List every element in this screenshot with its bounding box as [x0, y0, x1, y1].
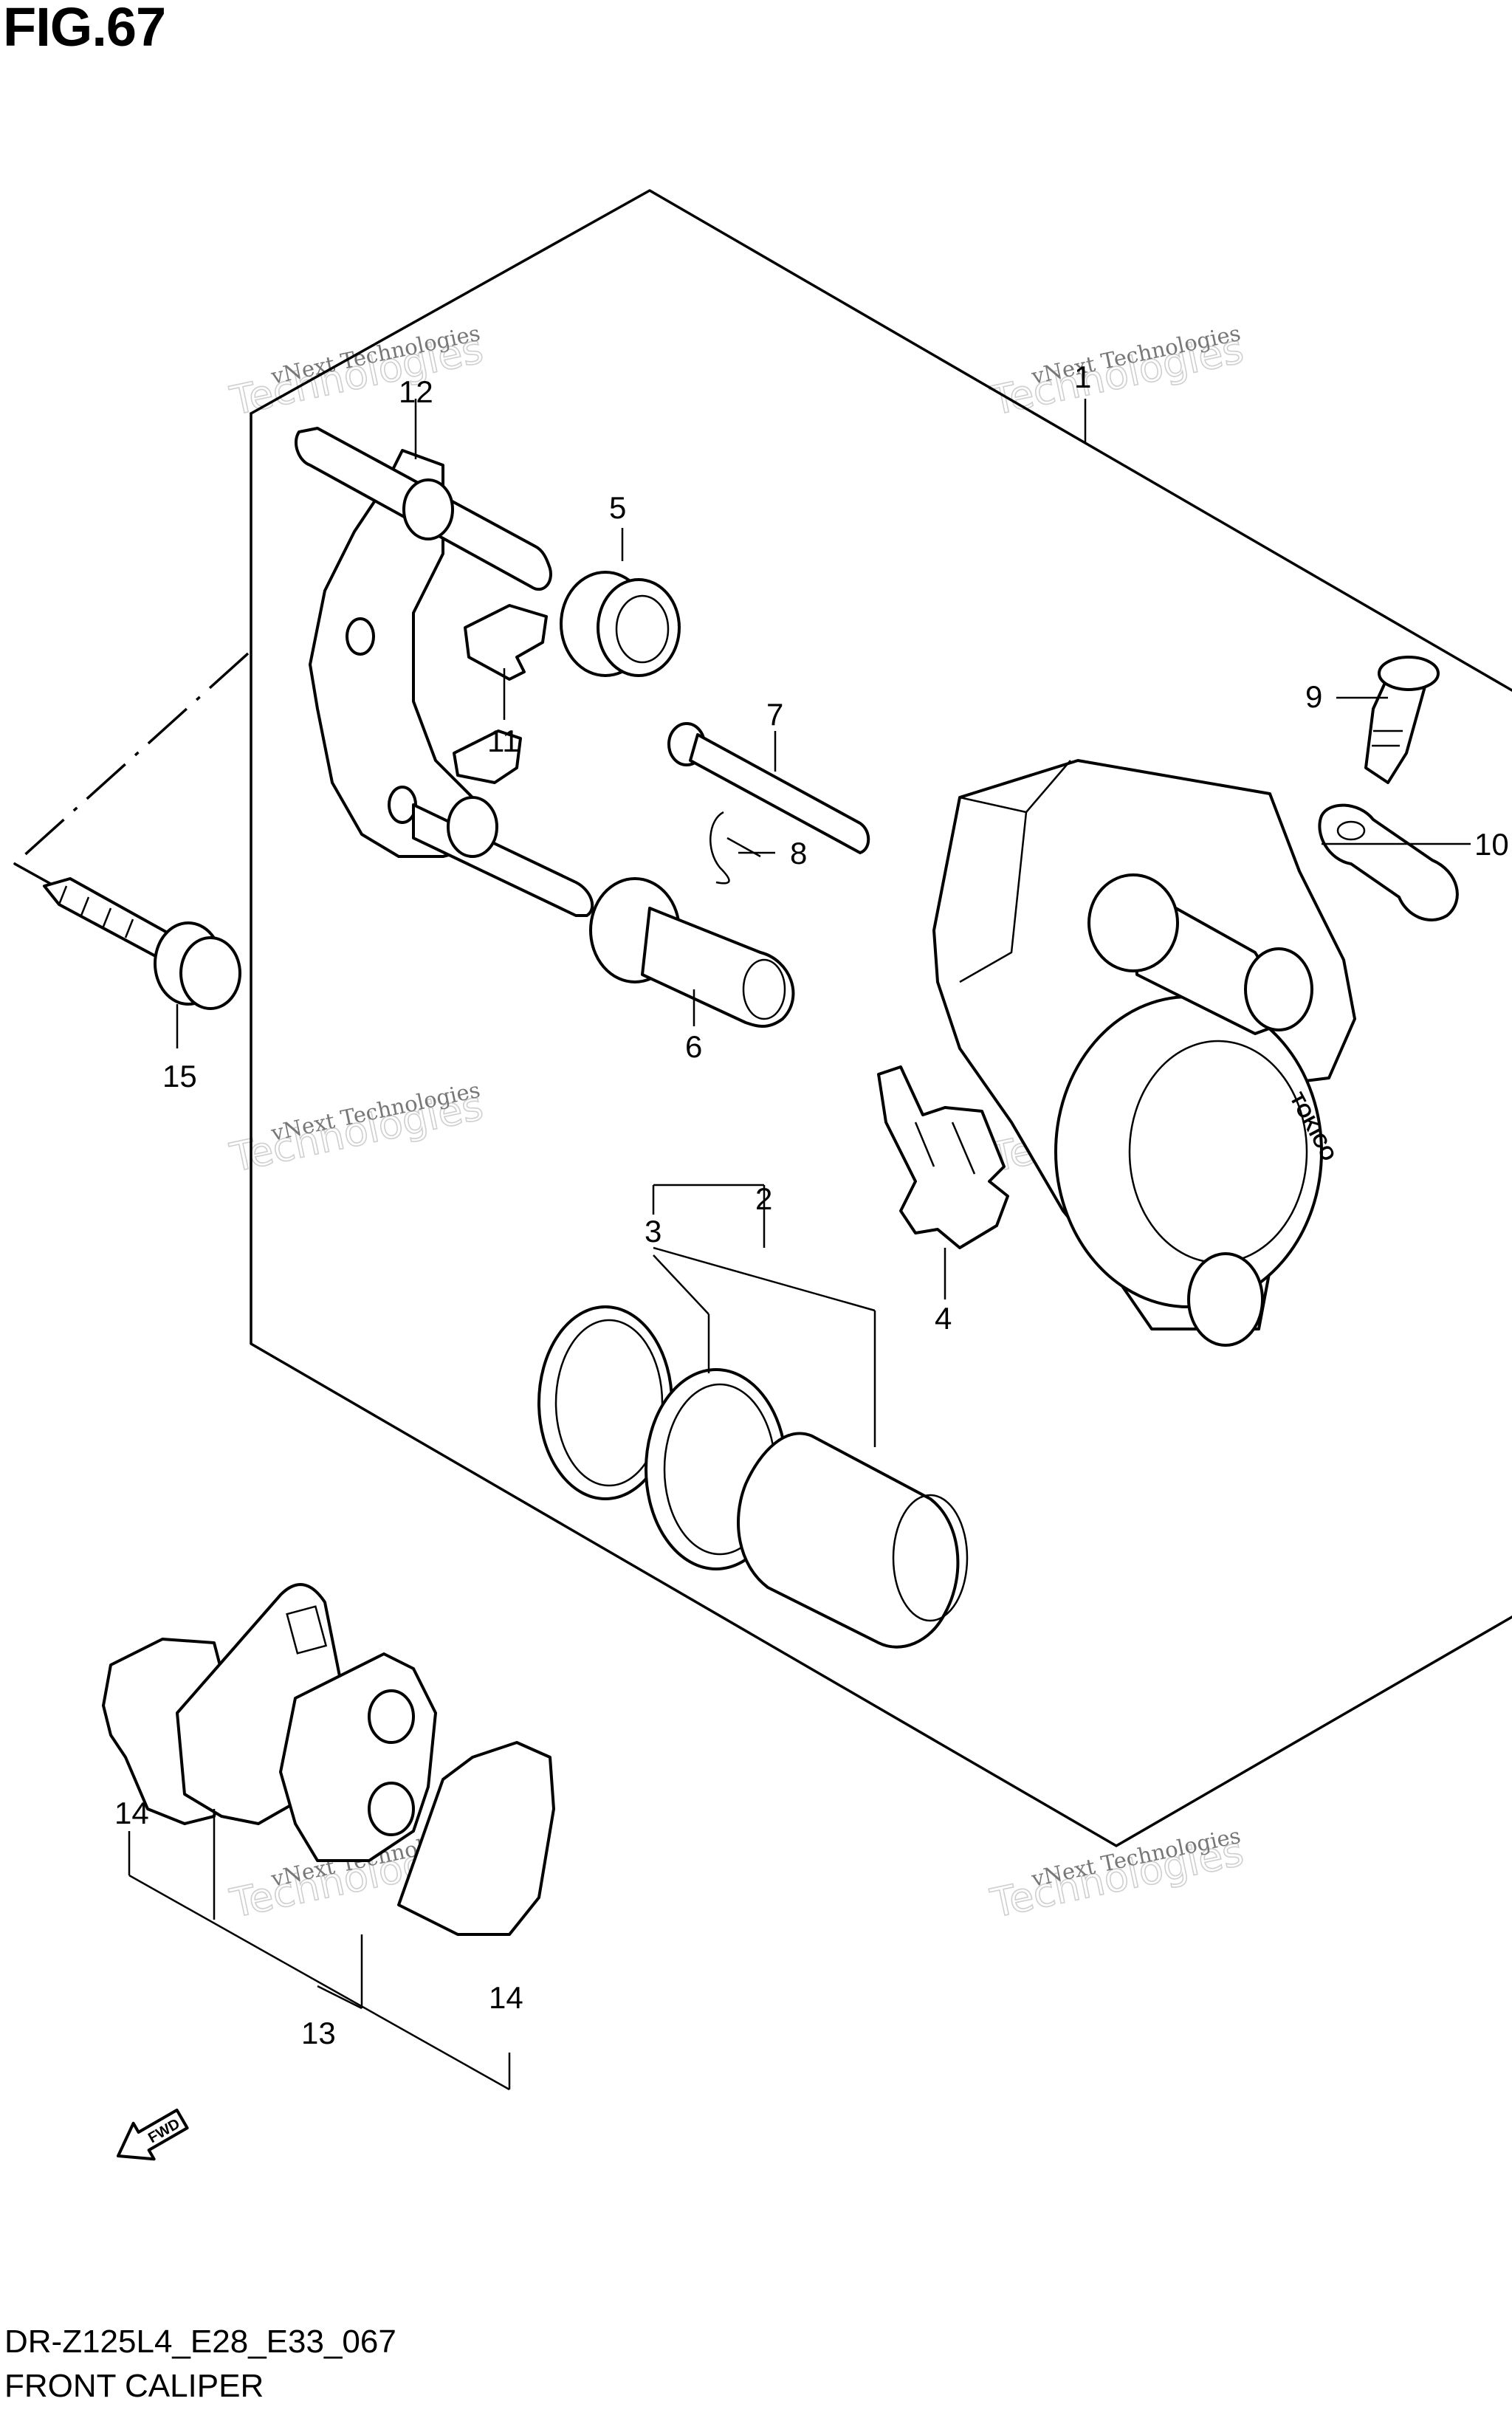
bleeder-cap	[1318, 803, 1459, 921]
callout-14-right: 14	[489, 1980, 523, 2015]
watermark: Technologies vNext Technologies	[225, 1077, 487, 1182]
callout-11: 11	[487, 724, 520, 758]
caliper-bracket	[295, 427, 594, 917]
callout-6: 6	[685, 1029, 702, 1064]
bleeder-screw	[1364, 656, 1440, 784]
callout-9: 9	[1305, 679, 1322, 714]
callout-14-left: 14	[114, 1796, 149, 1830]
figure-title: FIG.67	[3, 0, 166, 58]
callout-13: 13	[301, 2016, 336, 2050]
leader-lines	[128, 399, 1471, 2091]
callout-15: 15	[162, 1059, 197, 1093]
brake-pad-right	[279, 1652, 555, 1936]
pin-clip	[709, 811, 761, 885]
bracket-clip	[453, 604, 548, 784]
fwd-arrow-icon: FWD	[117, 2108, 189, 2161]
section-name: FRONT CALIPER	[4, 2368, 264, 2404]
sliding-pin	[667, 722, 870, 854]
callout-3: 3	[645, 1214, 662, 1249]
mounting-bolt	[43, 877, 241, 1010]
callout-8: 8	[790, 836, 807, 870]
pin-boot-upper	[560, 571, 681, 677]
callout-1: 1	[1074, 360, 1091, 394]
model-code: DR-Z125L4_E28_E33_067	[4, 2324, 396, 2360]
pad-spring	[877, 1065, 1009, 1249]
pin-sleeve	[589, 877, 795, 1028]
callout-5: 5	[609, 490, 626, 525]
piston	[737, 1432, 969, 1649]
watermark: Technologies vNext Technologies	[986, 1823, 1248, 1928]
caliper-body: TOKICO	[932, 759, 1356, 1347]
callout-labels: 1 2 3 4 5 6 7 8 9 10 11 12 13 14 14 15	[114, 360, 1509, 2050]
callout-12: 12	[399, 374, 433, 409]
watermark: Technologies vNext Technologies	[225, 320, 487, 425]
callout-7: 7	[766, 697, 783, 732]
callout-10: 10	[1474, 827, 1509, 862]
callout-4: 4	[935, 1301, 952, 1336]
callout-2: 2	[755, 1181, 772, 1216]
